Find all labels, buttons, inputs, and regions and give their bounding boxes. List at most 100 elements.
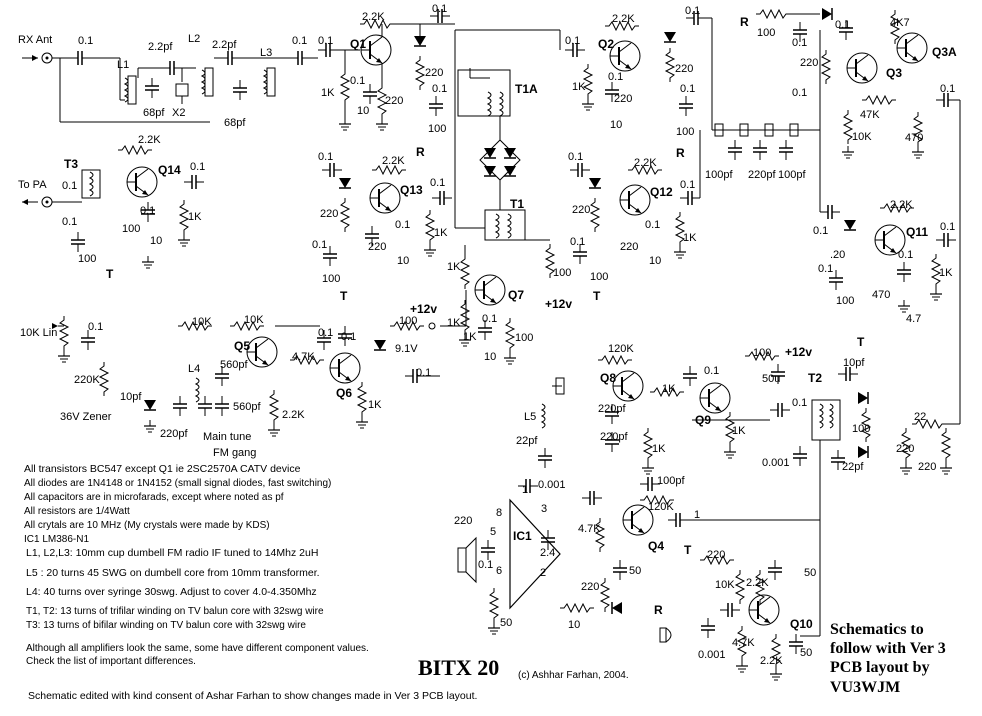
c-bfo-22pf-label: 22pf — [516, 435, 538, 447]
c-q14-in-label: 0.1 — [190, 161, 205, 173]
q1-stage: 0.1 Q1 1K 2.2K 220 10 0.1 220 0.1 100 R … — [317, 3, 451, 159]
c-vfo-dec2-label: 0.1 — [318, 327, 333, 339]
r-q3-470-label: 470 — [905, 132, 923, 144]
r-ic1-220-label: 220 — [454, 515, 472, 527]
node-t-4: T — [106, 267, 114, 281]
c-q3-fb-label: 0.1 — [792, 87, 807, 99]
r-q12-1k-label: 1K — [683, 232, 697, 244]
c-ic1-0001-label: 0.001 — [538, 479, 566, 491]
c-q2-dec-label: 0.1 — [680, 83, 695, 95]
vfo-section: 10K Lin 0.1 220K 10pf 36V Zener 220pf L4… — [20, 302, 437, 459]
r-q11-470-label: 470 — [872, 289, 890, 301]
coil-notes-block: L1, L2,L3: 10mm cup dumbell FM radio IF … — [26, 547, 320, 599]
interconnects — [275, 17, 821, 637]
r-q10-220-label: 220 — [707, 549, 725, 561]
note-line-6: IC1 LM386-N1 — [24, 533, 90, 545]
c-ic1-out-label: 0.1 — [478, 559, 493, 571]
q14-label: Q14 — [158, 163, 181, 177]
rx-ant-label: RX Ant — [18, 34, 52, 46]
zener-9v1-label: 9.1V — [395, 343, 418, 355]
q12-stage: 0.1 220 0.1 100 T Q12 2.2K 220 0.1 10 0.… — [568, 151, 701, 303]
transformer-note-2: T3: 13 turns of bifilar winding on TV ba… — [26, 620, 306, 631]
r-q1-e10-label: 10 — [357, 105, 369, 117]
c-vfo-q6-label: 0.1 — [341, 331, 356, 343]
q13-label: Q13 — [400, 183, 423, 197]
difference-notes-block: Although all amplifiers look the same, s… — [26, 643, 369, 668]
r-q11-100-label: 100 — [836, 295, 854, 307]
bfo-section: L5 22pf 120K Q8 220pf 220pf 1K 1K 0.1 Q9… — [516, 343, 812, 469]
node-t-5: T — [684, 543, 692, 557]
r-vfo-4k7-label: 4.7K — [292, 351, 315, 363]
t1a-label: T1A — [515, 82, 538, 96]
c-q13-byp-label: 0.1 — [395, 219, 410, 231]
x2-label: X2 — [172, 107, 185, 119]
q7-stage: Q7 1K 1K 1K 0.1 10 100 — [447, 245, 533, 363]
c-q10-50b-label: 50 — [800, 647, 812, 659]
ic1-pin2: 2 — [540, 567, 546, 579]
v-12-bfo: +12v — [785, 345, 812, 359]
q8-label: Q8 — [600, 371, 616, 385]
q13-stage: 0.1 220 0.1 100 T Q13 2.2K 220 0.1 10 0.… — [312, 151, 453, 303]
r-vfo-10k-a-label: 10K — [192, 316, 212, 328]
r-q12-100-label: 100 — [590, 271, 608, 283]
r-q14-1k-label: 1K — [188, 211, 202, 223]
r-q12-e10-label: 10 — [649, 255, 661, 267]
r-q11-fb-label: 2.2K — [890, 199, 913, 211]
q12-label: Q12 — [650, 185, 673, 199]
q4-label: Q4 — [648, 539, 664, 553]
ic1-pin6: 6 — [496, 565, 502, 577]
audio-amp: IC1 8 5 6 1 3 2 0.001 2.4 220 0.1 50 10 … — [454, 478, 663, 631]
crystal-filter: 100pf 220pf 100pf — [705, 123, 820, 181]
difference-note-1: Although all amplifiers look the same, s… — [26, 643, 369, 654]
r-q14-e-100-label: 100 — [122, 223, 140, 235]
c-vfo-560-a-label: 560pf — [220, 359, 248, 371]
q10-label: Q10 — [790, 617, 813, 631]
node-r-1: R — [416, 145, 425, 159]
v-12-vfo: +12v — [410, 302, 437, 316]
c-q3-out-label: 0.1 — [940, 83, 955, 95]
c-q2-100-label: 100 — [676, 126, 694, 138]
r-bfo-1k-b-label: 1K — [662, 383, 676, 395]
node-r-2: R — [676, 146, 685, 160]
c-q12-byp-label: 0.1 — [645, 219, 660, 231]
r-q13-e10-label: 10 — [397, 255, 409, 267]
q11-label: Q11 — [906, 225, 928, 239]
note-line-1: All transistors BC547 except Q1 ie 2SC25… — [24, 463, 301, 475]
c-ic1-50-label: 50 — [629, 565, 641, 577]
q5-label: Q5 — [234, 339, 250, 353]
r-q1-emitter-label: 220 — [385, 95, 403, 107]
follow-note: Schematics to follow with Ver 3 PCB layo… — [830, 620, 946, 697]
r-t2-220-b-label: 220 — [918, 461, 936, 473]
r-q3-4k7-label: 4K7 — [890, 17, 910, 29]
r-q13-100-label: 100 — [322, 273, 340, 285]
r-q14-e10-label: 10 — [150, 235, 162, 247]
c-q11-in-label: 0.1 — [813, 225, 828, 237]
r-q14-100-label: 100 — [78, 253, 96, 265]
c-vfo-10pf-label: 10pf — [120, 391, 142, 403]
c-t3-label: 0.1 — [62, 180, 77, 192]
c-q3-byp-label: 0.1 — [835, 19, 850, 31]
transformer-notes-block: T1, T2: 13 turns of trifilar winding on … — [26, 606, 324, 632]
follow-line-1: Schematics to — [830, 621, 924, 638]
c-vfo-dec-label: 0.1 — [88, 321, 103, 333]
r-bfo-120k-label: 120K — [608, 343, 634, 355]
c-q12-in-label: 0.1 — [568, 151, 583, 163]
c-xf-220pf: 220pf — [748, 169, 776, 181]
r-q4-120k-label: 120K — [648, 501, 674, 513]
c-t2-10pf-label: 10pf — [843, 357, 865, 369]
node-t-3: T — [857, 335, 865, 349]
ic1-pin8: 8 — [496, 507, 502, 519]
r-q7-1k-b-label: 1K — [447, 317, 461, 329]
follow-line-3: PCB layout by — [830, 659, 930, 677]
c-ic1-2p4-label: 2.4 — [540, 547, 555, 559]
ic1-pin5: 5 — [490, 526, 496, 538]
c-l3-out-label: 0.1 — [292, 35, 307, 47]
node-r-4: R — [654, 603, 663, 617]
r-t2-22-label: 22 — [914, 411, 926, 423]
r-t2-100-label: 100 — [852, 423, 870, 435]
l2-label: L2 — [188, 33, 200, 45]
difference-note-2: Check the list of important differences. — [26, 656, 196, 667]
note-line-4: All resistors are 1/4Watt — [24, 505, 130, 517]
c-q13-in-label: 0.1 — [318, 151, 333, 163]
